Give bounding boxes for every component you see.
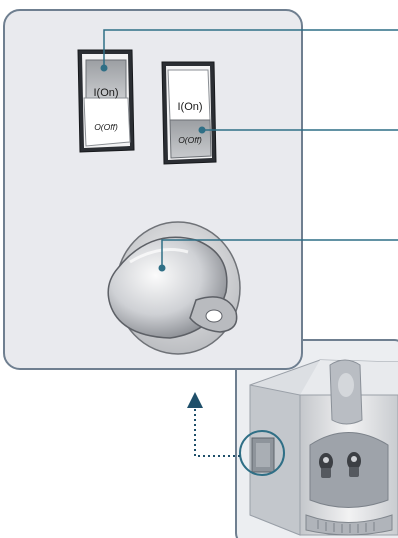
right-rocker-switch: I(On) O(Off) [162,62,216,164]
left-switch-off-label: O(Off) [94,122,118,132]
tap-right-icon [347,452,361,477]
left-switch-on-label: I(On) [93,87,118,99]
right-switch-off-label: O(Off) [178,135,202,145]
water-dispenser-illustration [250,360,398,535]
location-pointer-arrow [187,392,240,456]
tap-left-icon [319,453,333,478]
right-switch-on-label: I(On) [177,101,202,113]
